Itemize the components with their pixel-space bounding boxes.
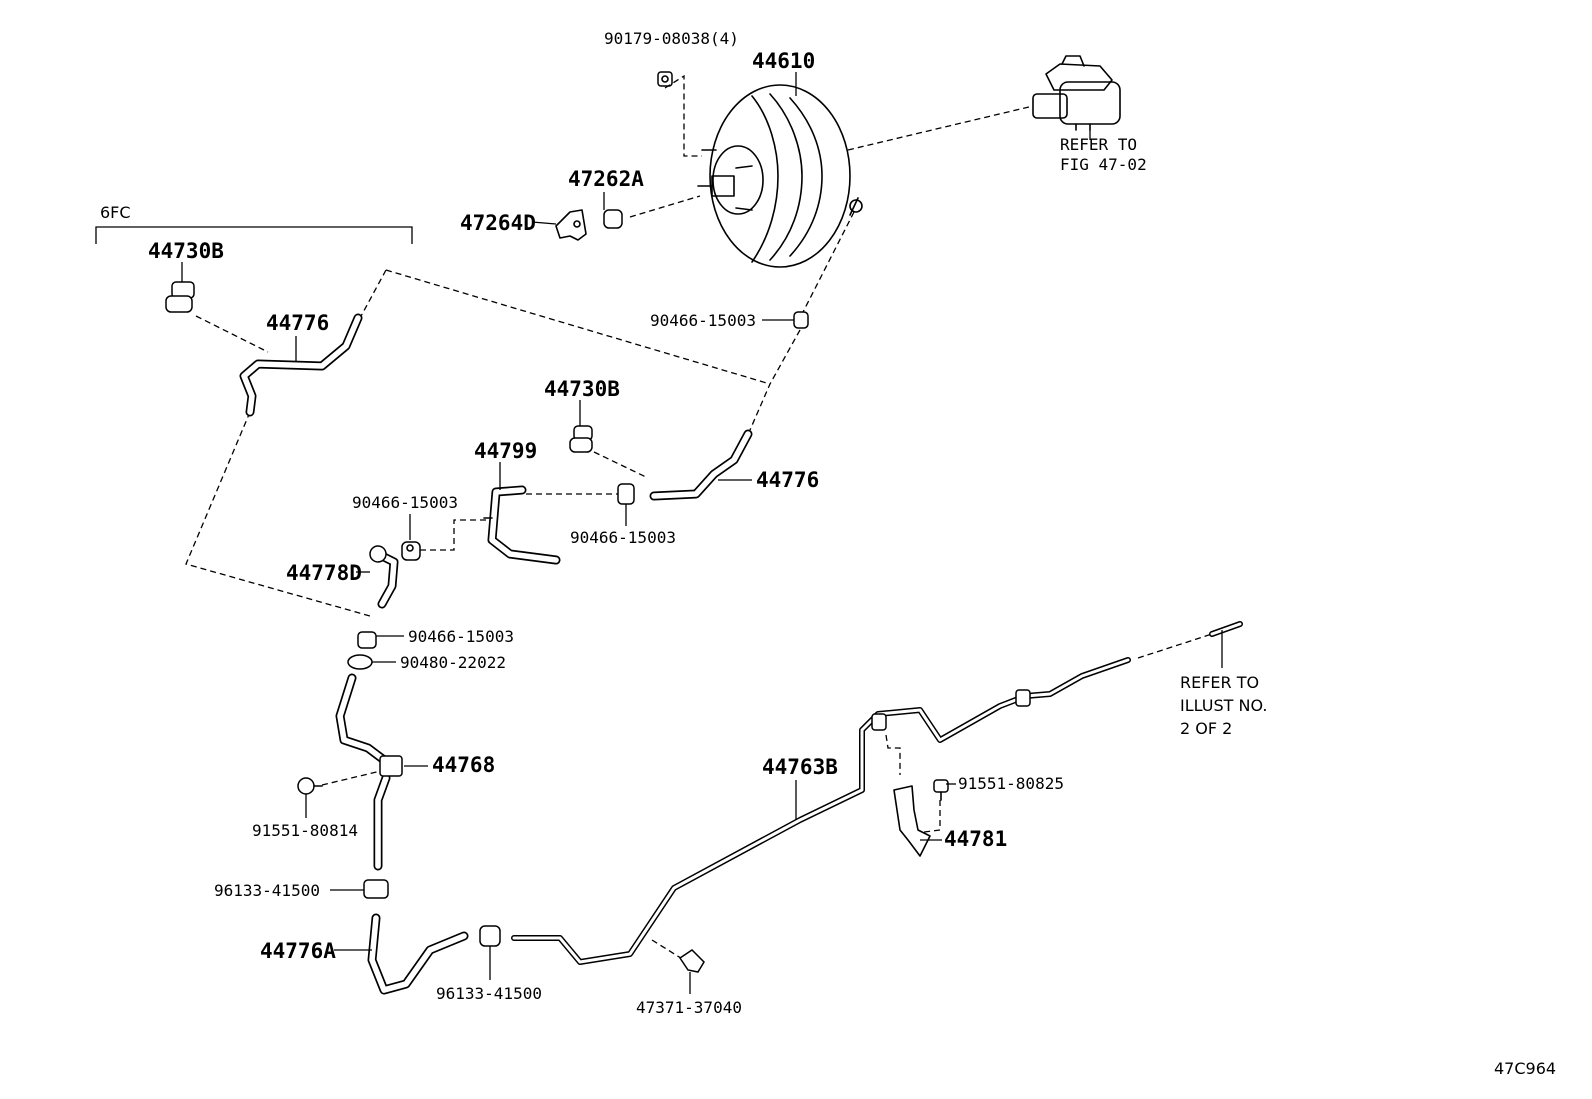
label-90466-15003-lower: 90466-15003 bbox=[408, 627, 514, 646]
hose-clip-icon bbox=[165, 281, 195, 313]
label-44778D: 44778D bbox=[286, 561, 362, 585]
brake-booster-icon bbox=[697, 84, 863, 268]
hose-clip-icon bbox=[617, 483, 635, 505]
label-refer-fig-line2: FIG 47-02 bbox=[1060, 155, 1147, 174]
hose-clip-icon bbox=[363, 879, 389, 899]
label-44776-upper: 44776 bbox=[266, 311, 329, 335]
label-44610: 44610 bbox=[752, 49, 815, 73]
clip-icon bbox=[678, 949, 705, 973]
label-91551-80814: 91551-80814 bbox=[252, 821, 358, 840]
label-96133-41500-lower: 96133-41500 bbox=[436, 984, 542, 1003]
clamp-icon bbox=[871, 713, 887, 731]
label-90466-15003-booster: 90466-15003 bbox=[650, 311, 756, 330]
label-47371-37040: 47371-37040 bbox=[636, 998, 742, 1017]
label-refer-fig-line1: REFER TO bbox=[1060, 135, 1137, 154]
label-6FC: 6FC bbox=[100, 203, 131, 222]
label-90466-15003-left: 90466-15003 bbox=[352, 493, 458, 512]
label-44730B-lower: 44730B bbox=[544, 377, 620, 401]
bracket-icon bbox=[555, 209, 587, 241]
grommet-icon bbox=[603, 209, 623, 229]
label-47264D: 47264D bbox=[460, 211, 536, 235]
label-44763B: 44763B bbox=[762, 755, 838, 779]
label-44776A: 44776A bbox=[260, 939, 336, 963]
nut-icon bbox=[657, 71, 673, 87]
bolt-icon bbox=[297, 777, 323, 795]
label-refer-illust-line1: REFER TO bbox=[1180, 673, 1259, 692]
hose-end-icon bbox=[369, 545, 387, 563]
label-refer-illust-line2: ILLUST NO. bbox=[1180, 696, 1267, 715]
hose-clip-icon bbox=[401, 541, 421, 561]
label-91551-80825: 91551-80825 bbox=[958, 774, 1064, 793]
label-44730B-upper: 44730B bbox=[148, 239, 224, 263]
label-47262A: 47262A bbox=[568, 167, 644, 191]
bracket-icon bbox=[893, 785, 931, 857]
label-44781: 44781 bbox=[944, 827, 1007, 851]
pipe-clamp-icon bbox=[379, 755, 403, 777]
hose-clip-icon bbox=[569, 425, 593, 453]
label-44799: 44799 bbox=[474, 439, 537, 463]
label-90480-22022: 90480-22022 bbox=[400, 653, 506, 672]
hose-clip-icon bbox=[793, 311, 809, 329]
label-90179-08038: 90179-08038(4) bbox=[604, 29, 739, 48]
clamp-icon bbox=[1015, 689, 1031, 707]
grommet-icon bbox=[347, 654, 373, 670]
label-44776-middle: 44776 bbox=[756, 468, 819, 492]
hose-clip-icon bbox=[479, 925, 501, 947]
label-refer-illust-line3: 2 OF 2 bbox=[1180, 719, 1232, 738]
hose-clip-icon bbox=[357, 631, 377, 649]
figure-code: 47C964 bbox=[1494, 1059, 1556, 1078]
label-44768: 44768 bbox=[432, 753, 495, 777]
label-90466-15003-right: 90466-15003 bbox=[570, 528, 676, 547]
label-96133-41500-upper: 96133-41500 bbox=[214, 881, 320, 900]
master-cylinder-icon bbox=[1032, 55, 1121, 131]
bolt-icon bbox=[933, 779, 949, 801]
